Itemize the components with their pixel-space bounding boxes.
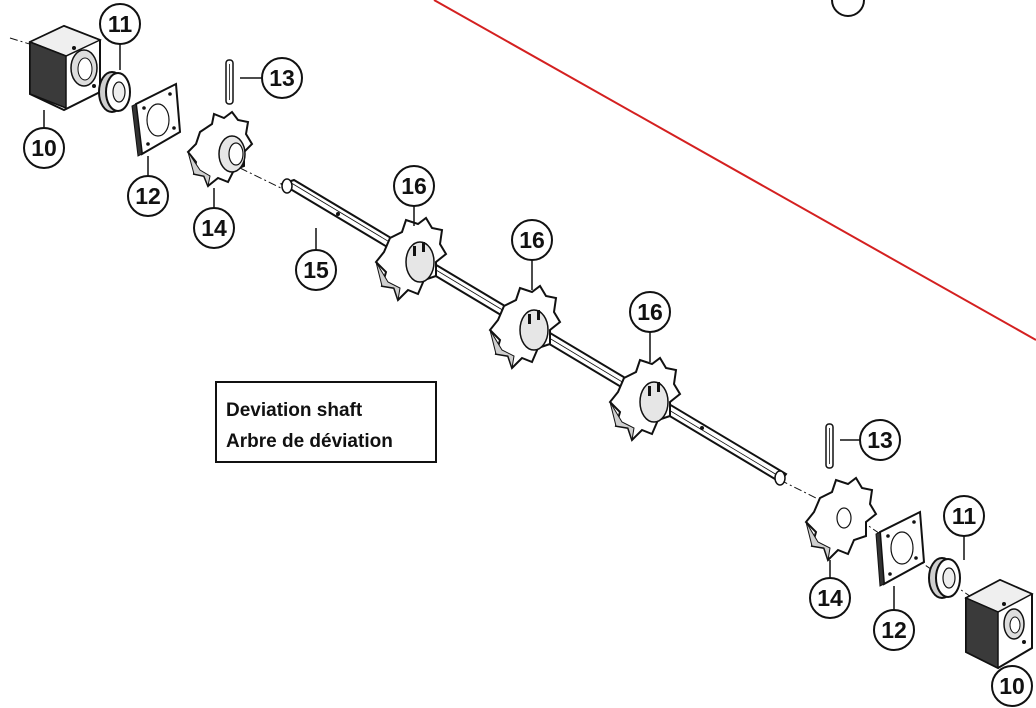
end-sprocket-right bbox=[804, 476, 878, 562]
bearing-block-right bbox=[964, 578, 1034, 670]
callout-12-left: 12 bbox=[127, 175, 169, 217]
callout-10-left: 10 bbox=[23, 127, 65, 169]
sprocket-2 bbox=[488, 284, 562, 370]
callout-16-b-label: 16 bbox=[519, 227, 545, 253]
gasket-plate-left bbox=[131, 82, 182, 157]
callout-16-a: 16 bbox=[393, 165, 435, 207]
callout-11-right-label: 11 bbox=[952, 503, 977, 529]
callout-10-right-label: 10 bbox=[999, 673, 1025, 699]
callout-13-left-label: 13 bbox=[269, 65, 295, 91]
centerline-right bbox=[779, 479, 831, 506]
callout-10-left-label: 10 bbox=[31, 135, 57, 161]
callout-16-a-label: 16 bbox=[401, 173, 427, 199]
callout-15-label: 15 bbox=[303, 257, 329, 283]
callout-14-left-label: 14 bbox=[201, 215, 227, 241]
title-box: Deviation shaft Arbre de déviation bbox=[215, 381, 437, 463]
sprocket-3 bbox=[608, 356, 682, 442]
callout-11-right: 11 bbox=[943, 495, 985, 537]
callout-14-left: 14 bbox=[193, 207, 235, 249]
callout-13-right: 13 bbox=[859, 419, 901, 461]
callout-16-c-label: 16 bbox=[637, 299, 663, 325]
callout-12-right: 12 bbox=[873, 609, 915, 651]
callout-15: 15 bbox=[295, 249, 337, 291]
callout-10-right: 10 bbox=[991, 665, 1033, 707]
callout-16-c: 16 bbox=[629, 291, 671, 333]
seal-ring-right bbox=[928, 557, 961, 599]
centerline-left-2 bbox=[239, 167, 286, 191]
callout-12-left-label: 12 bbox=[135, 183, 161, 209]
callout-14-right-label: 14 bbox=[817, 585, 843, 611]
callout-11-left-label: 11 bbox=[108, 11, 133, 37]
red-reference-line bbox=[433, 0, 1036, 341]
callout-11-left: 11 bbox=[99, 3, 141, 45]
callout-13-left: 13 bbox=[261, 57, 303, 99]
seal-ring-left bbox=[98, 71, 131, 113]
gasket-plate-right bbox=[875, 510, 926, 587]
bearing-block-left bbox=[28, 24, 102, 112]
pin-left bbox=[225, 59, 234, 105]
callout-16-b: 16 bbox=[511, 219, 553, 261]
callout-14-right: 14 bbox=[809, 577, 851, 619]
sprocket-1 bbox=[374, 216, 448, 302]
title-line-1: Deviation shaft bbox=[226, 400, 363, 421]
title-line-2: Arbre de déviation bbox=[226, 431, 393, 452]
callout-13-right-label: 13 bbox=[867, 427, 893, 453]
callout-12-right-label: 12 bbox=[881, 617, 907, 643]
end-sprocket-left bbox=[186, 110, 254, 188]
centerline-right-2 bbox=[859, 519, 991, 611]
partial-callout-circle bbox=[831, 0, 865, 17]
pin-right bbox=[825, 423, 834, 469]
